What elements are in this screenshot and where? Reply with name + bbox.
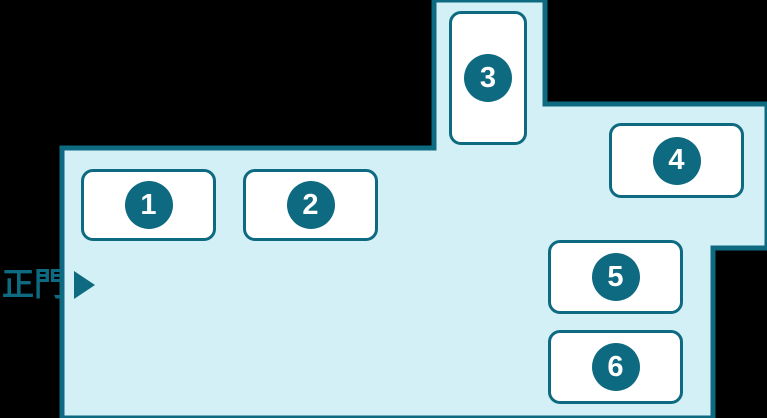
room-number-badge-5: 5	[591, 253, 640, 301]
main-gate-label: 正門	[2, 266, 67, 302]
room-box-2[interactable]: 2	[243, 169, 378, 241]
room-number-badge-6: 6	[591, 343, 640, 391]
room-box-4[interactable]: 4	[609, 123, 744, 198]
room-box-5[interactable]: 5	[548, 240, 683, 314]
room-box-1[interactable]: 1	[81, 169, 216, 241]
room-number-badge-1: 1	[124, 181, 173, 229]
room-number-badge-3: 3	[464, 54, 512, 102]
gate-direction-arrow-icon	[74, 271, 95, 299]
room-box-6[interactable]: 6	[548, 330, 683, 404]
room-box-3[interactable]: 3	[449, 11, 527, 145]
room-number-badge-4: 4	[652, 136, 701, 185]
room-number-badge-2: 2	[286, 181, 335, 229]
